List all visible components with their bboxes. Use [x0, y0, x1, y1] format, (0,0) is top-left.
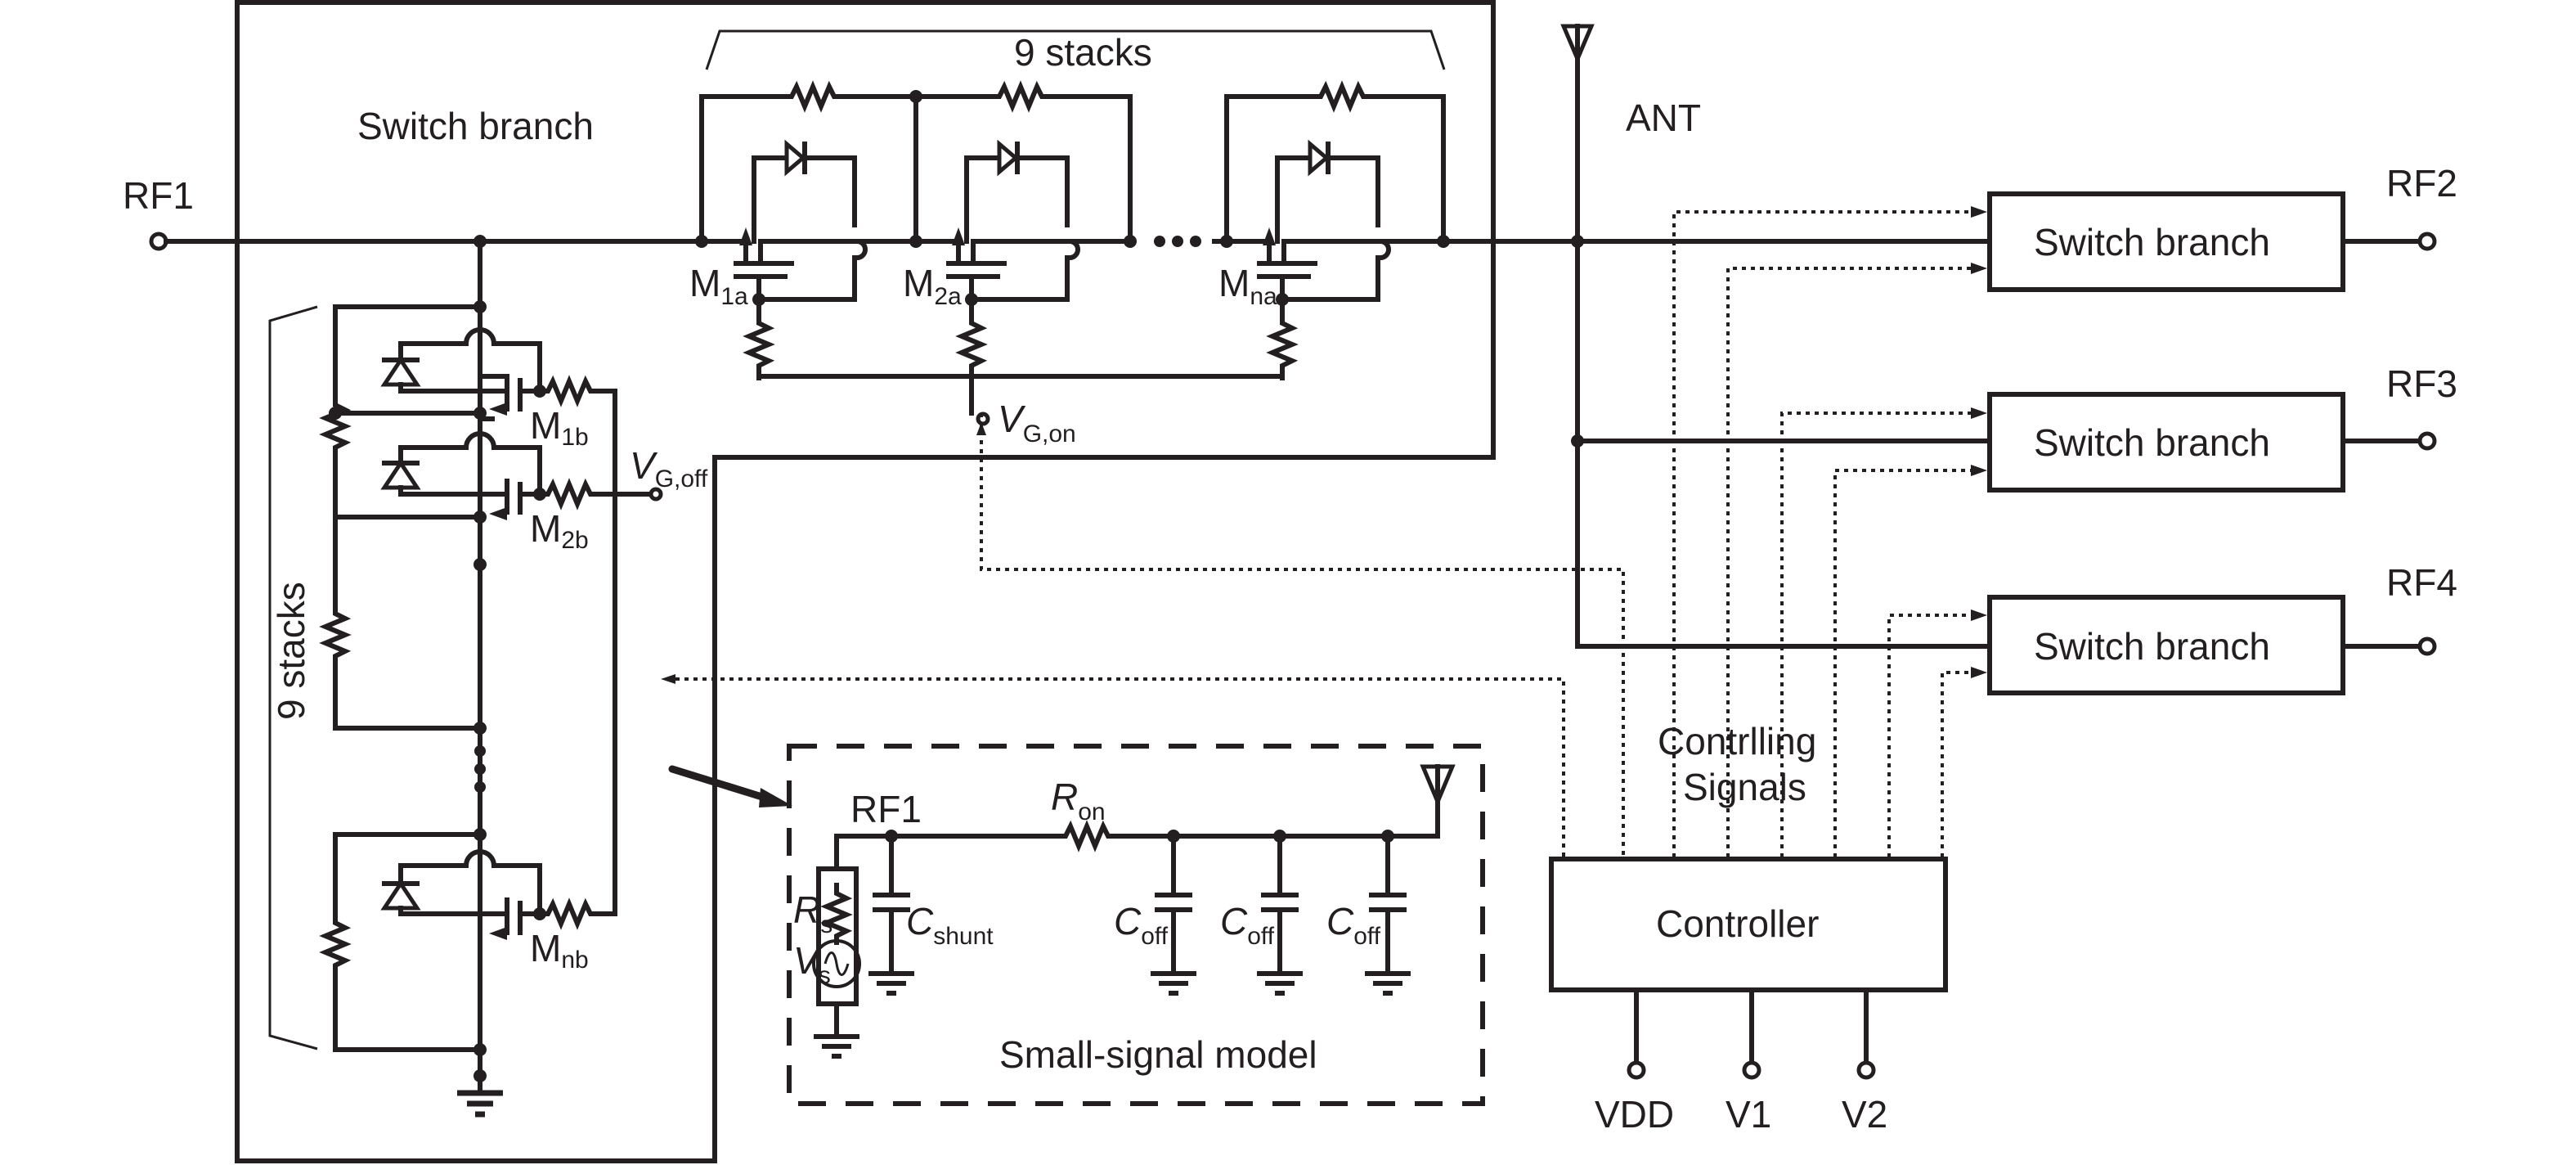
v1-label: V1: [1726, 1093, 1771, 1136]
rs-label: Rs: [793, 888, 832, 938]
coff-label-1: Coff: [1114, 900, 1169, 950]
rf3-label: RF3: [2386, 362, 2457, 405]
transistor-m2a-label: M2a: [903, 262, 962, 310]
vs-label: Vs: [793, 939, 831, 989]
shunt-stack-label: 9 stacks: [270, 582, 312, 720]
rf2-label: RF2: [2386, 162, 2457, 205]
rf1-label: RF1: [123, 174, 194, 217]
rf4-label: RF4: [2386, 561, 2457, 604]
pointer-arrow: [668, 765, 769, 802]
cshunt-label: Cshunt: [906, 900, 994, 950]
vdd-label: VDD: [1595, 1093, 1674, 1136]
controlling-signals-label-line2: Signals: [1683, 766, 1806, 808]
resistor-icon: [783, 87, 841, 106]
v1-terminal[interactable]: [1742, 1060, 1761, 1080]
controller-label: Controller: [1656, 902, 1819, 945]
series-stage-n: [1212, 87, 1450, 380]
ellipsis-dot: [1190, 236, 1201, 247]
antenna-icon: [1560, 24, 1595, 65]
ssm-antenna-icon: [1420, 764, 1456, 807]
v2-terminal[interactable]: [1856, 1060, 1876, 1080]
v2-label: V2: [1842, 1093, 1887, 1136]
transistor-mna-label: Mna: [1218, 262, 1277, 310]
ron-label: Ron: [1051, 776, 1106, 825]
switch-branch-rf2-label: Switch branch: [2034, 221, 2270, 263]
rf3-terminal[interactable]: [2417, 431, 2437, 451]
series-stage-2: [855, 87, 1137, 380]
small-signal-model-title: Small-signal model: [999, 1033, 1317, 1076]
switch-branch-rf4-label: Switch branch: [2034, 625, 2270, 668]
shunt-stack-bracket: [268, 305, 318, 1050]
pointer-arrow-head: [759, 788, 792, 807]
rf4-terminal[interactable]: [2417, 636, 2437, 656]
shunt-stack: [325, 239, 653, 1114]
series-stack-label: 9 stacks: [1014, 31, 1152, 74]
coff-label-3: Coff: [1326, 900, 1381, 950]
ellipsis-dot: [1154, 236, 1165, 247]
series-stage-1: [695, 87, 918, 380]
transistor-m1a-label: M1a: [689, 262, 748, 310]
ssm-circuit: [814, 795, 1440, 1056]
ellipsis-dot: [1172, 236, 1183, 247]
vdd-terminal[interactable]: [1627, 1060, 1646, 1080]
transistor-mnb-label: Mnb: [530, 927, 589, 974]
main-branch-outline: [235, 0, 1496, 1163]
vg-off-terminal[interactable]: [648, 487, 663, 502]
control-signal-lines: [661, 206, 1987, 857]
switch-branch-rf3-label: Switch branch: [2034, 421, 2270, 464]
vg-on-label: VG,on: [998, 398, 1076, 448]
coff-label-2: Coff: [1220, 900, 1275, 950]
controlling-signals-label-line1: Contrlling: [1658, 720, 1816, 762]
transistor-m2b-label: M2b: [530, 507, 589, 554]
rf2-terminal[interactable]: [2417, 232, 2437, 251]
ssm-rf1-label: RF1: [850, 788, 922, 830]
small-signal-model-box: [787, 744, 1485, 1106]
antenna-feed: [1575, 56, 1990, 649]
vg-off-label: VG,off: [630, 444, 708, 493]
controller-block[interactable]: [1549, 857, 1948, 992]
ant-label: ANT: [1626, 97, 1701, 139]
transistor-m1b-label: M1b: [530, 404, 589, 451]
main-branch-label: Switch branch: [357, 105, 594, 147]
series-stack-bracket: [705, 29, 1446, 70]
